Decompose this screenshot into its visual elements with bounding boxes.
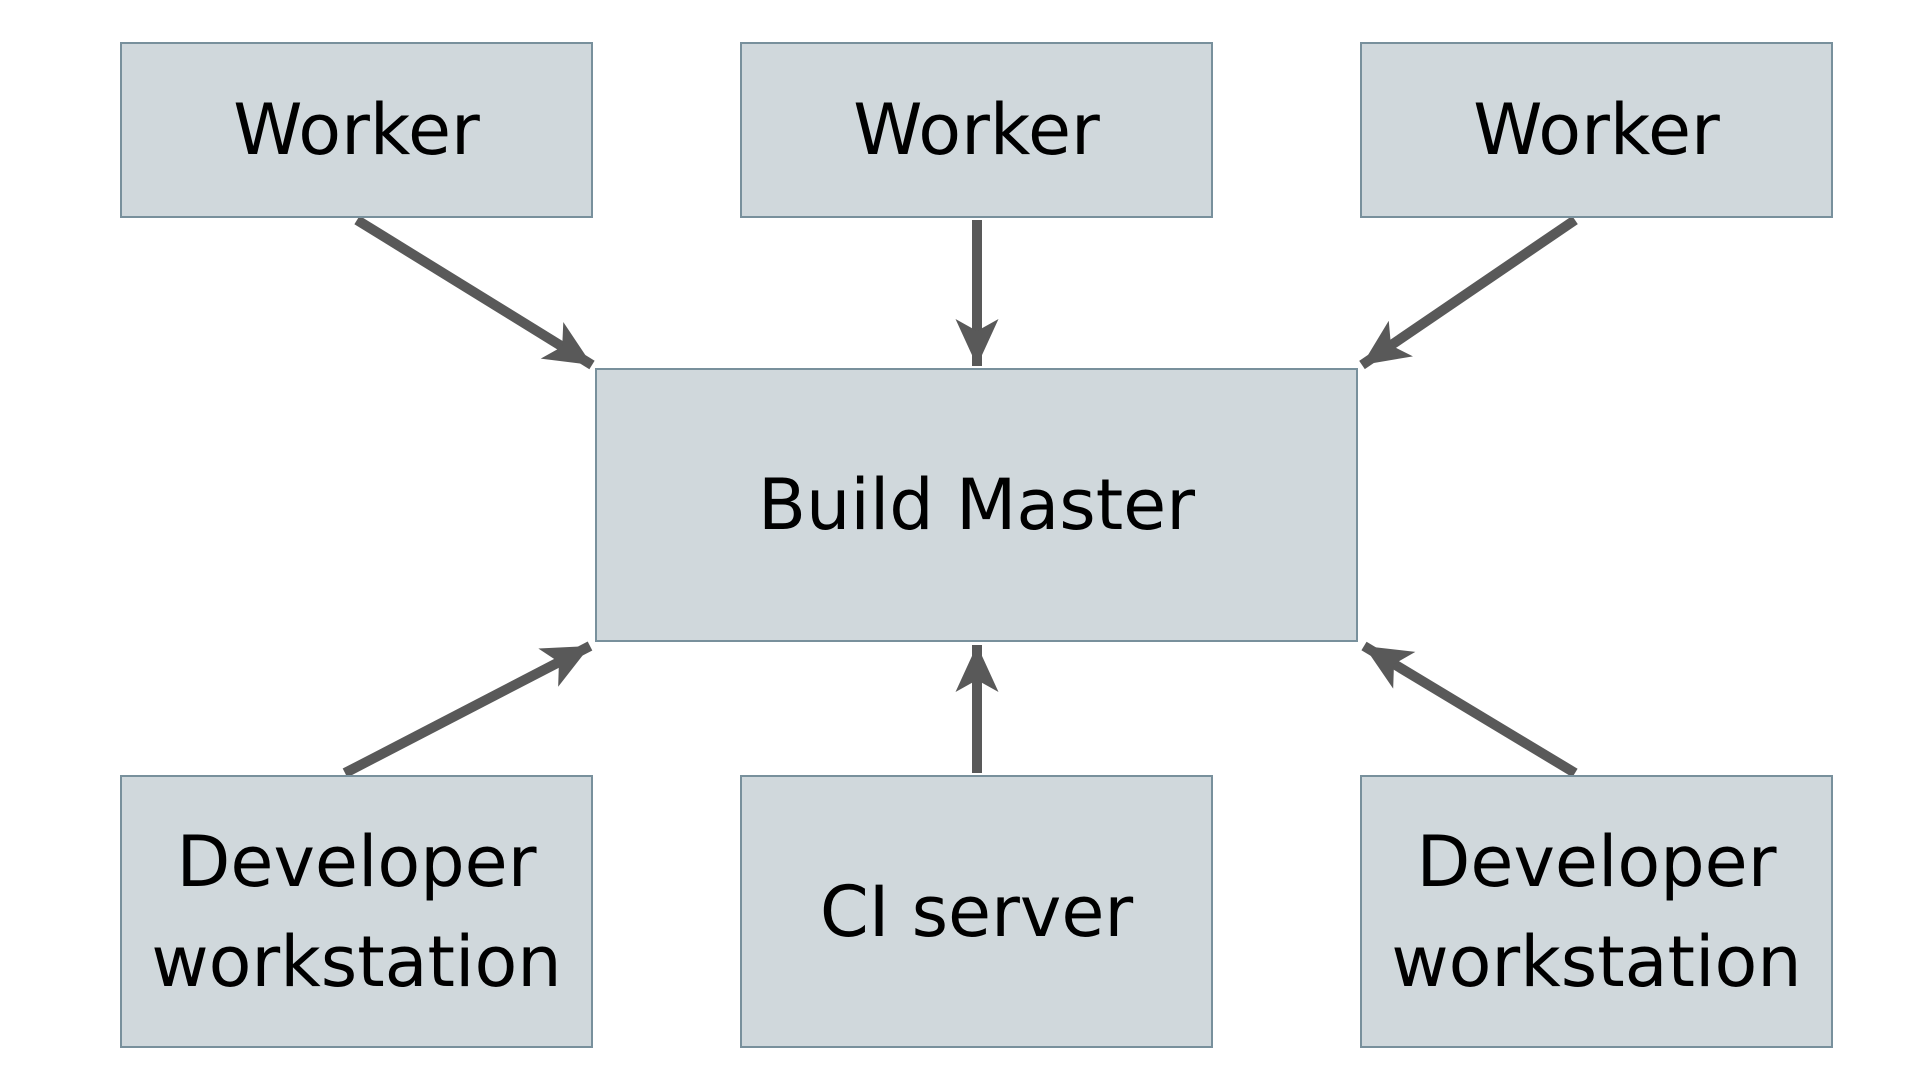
node-label-worker-3: Worker <box>1473 89 1720 171</box>
arrow-worker-3-to-build-master <box>1359 215 1578 370</box>
node-build-master: Build Master <box>595 368 1358 642</box>
node-label-worker-2: Worker <box>853 89 1100 171</box>
arrow-worker-1-to-build-master <box>354 215 595 370</box>
node-developer-workstation-2: Developer workstation <box>1360 775 1833 1048</box>
node-label-build-master: Build Master <box>757 464 1196 546</box>
node-label-developer-workstation-2: Developer workstation <box>1391 820 1802 1003</box>
node-worker-2: Worker <box>740 42 1213 218</box>
node-label-developer-workstation-1: Developer workstation <box>151 820 562 1003</box>
arrow-developer-workstation-2-to-build-master <box>1361 641 1578 778</box>
node-developer-workstation-1: Developer workstation <box>120 775 593 1048</box>
node-label-worker-1: Worker <box>233 89 480 171</box>
node-ci-server: CI server <box>740 775 1213 1048</box>
node-worker-3: Worker <box>1360 42 1833 218</box>
node-label-ci-server: CI server <box>819 870 1134 953</box>
node-worker-1: Worker <box>120 42 593 218</box>
arrow-developer-workstation-1-to-build-master <box>342 641 593 778</box>
